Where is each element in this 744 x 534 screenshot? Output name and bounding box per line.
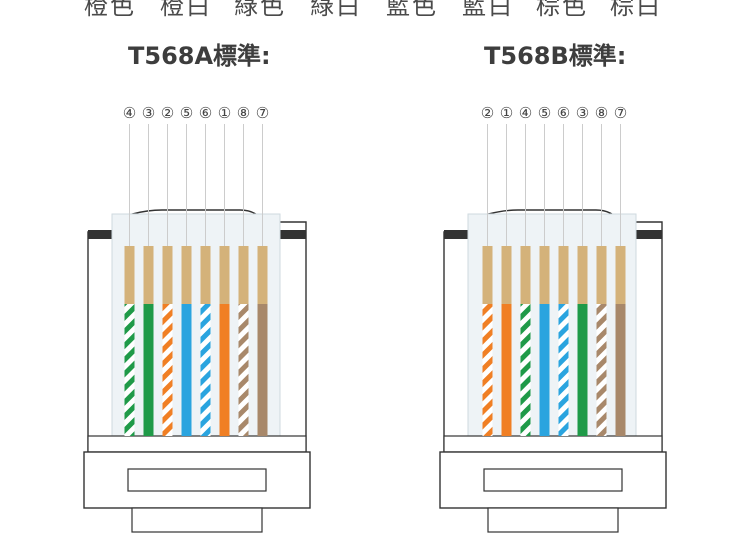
t568b-title: T568B標準:: [484, 42, 627, 70]
wire: [539, 304, 550, 436]
wire: [181, 304, 192, 436]
wire: [558, 304, 569, 436]
boot-window: [127, 468, 267, 492]
gold-contact: [615, 246, 626, 304]
wire: [501, 304, 512, 436]
wire: [124, 304, 135, 436]
wire: [162, 304, 173, 436]
pin-number-label: ⑦: [256, 104, 269, 122]
crimp-strip: [87, 435, 307, 453]
gold-contact: [539, 246, 550, 304]
wire: [238, 304, 249, 436]
t568a-title: T568A標準:: [128, 42, 271, 70]
gold-contact: [558, 246, 569, 304]
connector-housing: [111, 213, 281, 443]
pin-number-label: ⑤: [538, 104, 551, 122]
pin-number-label: ②: [481, 104, 494, 122]
gold-contact: [238, 246, 249, 304]
pin-number-label: ②: [161, 104, 174, 122]
pin-number-label: ⑧: [237, 104, 250, 122]
cable: [487, 507, 619, 533]
wire: [615, 304, 626, 436]
gold-contact: [577, 246, 588, 304]
gold-contact: [162, 246, 173, 304]
wire: [143, 304, 154, 436]
pin-number-label: ①: [500, 104, 513, 122]
gold-contact: [143, 246, 154, 304]
legend-item: 棕白: [610, 0, 662, 20]
legend-item: 藍白: [462, 0, 514, 20]
gold-contact: [520, 246, 531, 304]
pin-number-label: ⑧: [595, 104, 608, 122]
legend-item: 橙白: [160, 0, 212, 20]
wire: [219, 304, 230, 436]
gold-contact: [501, 246, 512, 304]
connector-housing: [467, 213, 637, 443]
pin-number-label: ④: [519, 104, 532, 122]
pin-number-label: ①: [218, 104, 231, 122]
pin-number-label: ③: [576, 104, 589, 122]
wire: [596, 304, 607, 436]
gold-contact: [124, 246, 135, 304]
wire: [257, 304, 268, 436]
legend-item: 綠白: [310, 0, 362, 20]
wire: [577, 304, 588, 436]
pin-number-label: ⑤: [180, 104, 193, 122]
pin-number-label: ⑦: [614, 104, 627, 122]
boot-window: [483, 468, 623, 492]
pin-number-label: ④: [123, 104, 136, 122]
wire: [200, 304, 211, 436]
legend-item: 藍色: [386, 0, 438, 20]
crimp-strip: [443, 435, 663, 453]
pin-number-label: ⑥: [557, 104, 570, 122]
legend-item: 棕色: [536, 0, 588, 20]
pin-number-label: ⑥: [199, 104, 212, 122]
gold-contact: [482, 246, 493, 304]
gold-contact: [257, 246, 268, 304]
wire: [520, 304, 531, 436]
legend-item: 橙色: [84, 0, 136, 20]
gold-contact: [219, 246, 230, 304]
color-legend: 橙色 橙白 綠色 綠白 藍色 藍白 棕色 棕白: [0, 0, 744, 22]
gold-contact: [596, 246, 607, 304]
pin-number-label: ③: [142, 104, 155, 122]
gold-contact: [200, 246, 211, 304]
cable: [131, 507, 263, 533]
gold-contact: [181, 246, 192, 304]
wire: [482, 304, 493, 436]
legend-item: 綠色: [234, 0, 286, 20]
